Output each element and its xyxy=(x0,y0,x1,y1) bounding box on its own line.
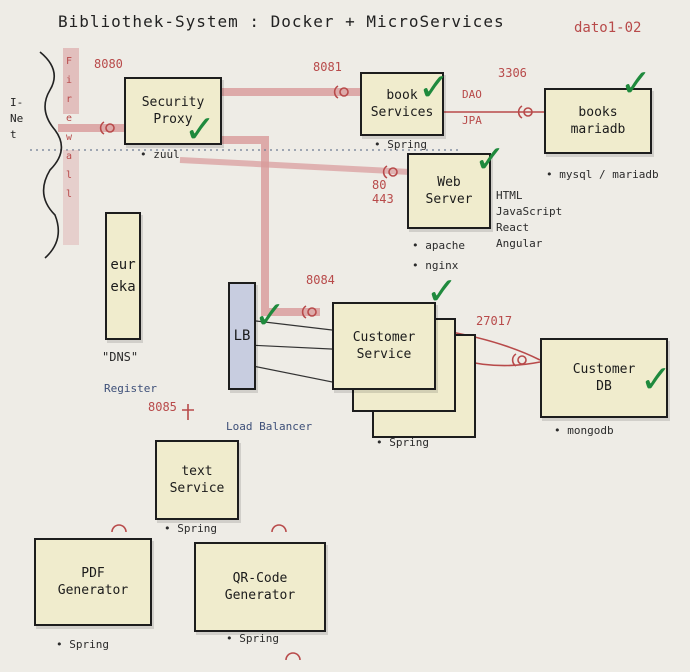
web-server-port: 80 443 xyxy=(372,178,394,206)
book-services-port: 8081 xyxy=(313,60,342,74)
web-server-notes: • apache • nginx xyxy=(412,236,465,276)
customer-db-note: • mongodb xyxy=(554,424,614,437)
security-proxy-box[interactable]: Security Proxy xyxy=(124,77,222,145)
customer-service-box[interactable]: Customer Service xyxy=(332,302,436,390)
security-proxy-note: • zuul xyxy=(140,148,180,161)
check-mark-icon: ✓ xyxy=(426,269,458,313)
eureka-dns-note: "DNS" xyxy=(102,350,139,364)
diagram-title: Bibliothek-System : Docker + MicroServic… xyxy=(58,12,505,31)
pdf-generator-note: • Spring xyxy=(56,638,109,651)
web-server-note-nginx: • nginx xyxy=(412,259,459,272)
check-mark-icon: ✓ xyxy=(184,107,216,151)
internet-edge xyxy=(39,51,63,259)
customer-db-box[interactable]: Customer DB xyxy=(540,338,668,418)
text-service-note: • Spring xyxy=(164,522,217,535)
books-db-box[interactable]: books mariadb xyxy=(544,88,652,154)
diagram-date: dato1-02 xyxy=(574,20,642,36)
customer-db-port: 27017 xyxy=(476,314,513,328)
web-server-note-apache: • apache xyxy=(412,239,465,252)
pdf-generator-box[interactable]: PDF Generator xyxy=(34,538,152,626)
book-services-box[interactable]: book Services xyxy=(360,72,444,136)
check-mark-icon: ✓ xyxy=(474,137,506,181)
link-proxy-web xyxy=(179,157,411,175)
link-lb-svc1 xyxy=(247,319,333,331)
check-mark-icon: ✓ xyxy=(254,293,286,337)
qr-generator-note: • Spring xyxy=(226,632,279,645)
text-service-port: 8085 xyxy=(148,400,177,414)
book-services-note: • Spring xyxy=(374,138,427,151)
internet-label: I-Net xyxy=(10,96,24,141)
check-mark-icon: ✓ xyxy=(418,65,450,109)
check-mark-icon: ✓ xyxy=(620,61,652,105)
tech-react: React xyxy=(496,221,530,234)
tech-javascript: JavaScript xyxy=(496,205,563,218)
customer-service-note: • Spring xyxy=(376,436,429,449)
security-proxy-port: 8080 xyxy=(94,57,123,71)
web-server-tech: HTML JavaScript React Angular xyxy=(496,188,562,252)
eureka-register-label: Register xyxy=(104,382,157,395)
customer-service-port: 8084 xyxy=(306,273,335,287)
qr-generator-box[interactable]: QR-Code Generator xyxy=(194,542,326,632)
tech-angular: Angular xyxy=(496,237,543,250)
dao-jpa-annotation: DAO JPA xyxy=(462,88,482,127)
web-server-box[interactable]: Web Server xyxy=(407,153,491,229)
eureka-box[interactable]: eureka xyxy=(105,212,141,340)
firewall-label: Firewall xyxy=(66,56,73,200)
load-balancer-label: LB xyxy=(233,328,251,344)
books-db-port: 3306 xyxy=(498,66,527,80)
link-proxy-lb xyxy=(200,136,320,316)
load-balancer-note: Load Balancer xyxy=(226,420,313,433)
eureka-label: eureka xyxy=(110,257,136,295)
firewall-strip xyxy=(63,48,79,114)
check-mark-icon: ✓ xyxy=(640,357,672,401)
tech-html: HTML xyxy=(496,189,523,202)
books-db-note: • mysql / mariadb xyxy=(546,168,659,181)
load-balancer-box[interactable]: LB xyxy=(228,282,256,390)
text-service-box[interactable]: text Service xyxy=(155,440,239,520)
firewall-strip-lower xyxy=(63,150,79,245)
